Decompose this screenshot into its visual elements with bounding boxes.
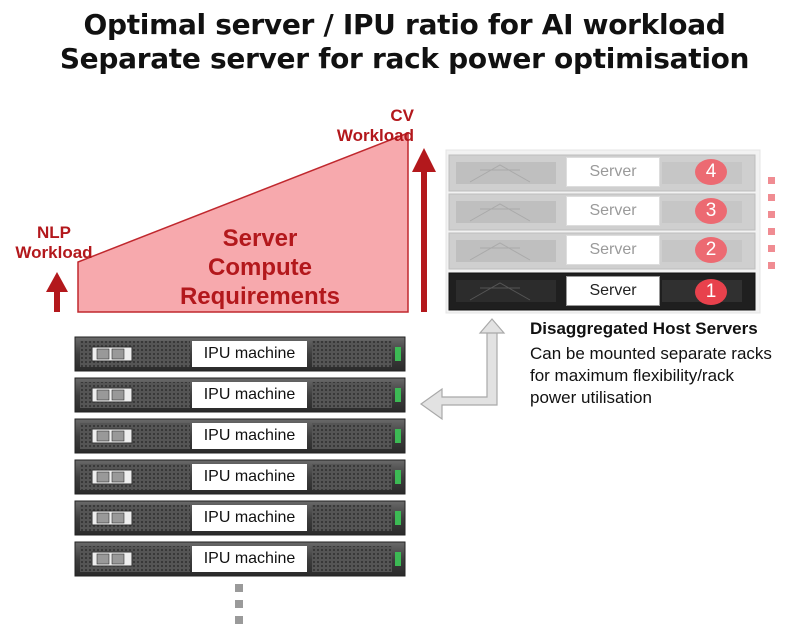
compute-line1: Server	[222, 225, 298, 252]
nlp-arrow	[46, 272, 68, 312]
server-label-3: Server	[566, 196, 660, 226]
server-compute-requirements-label: Server Compute Requirements	[150, 224, 370, 311]
ipu-machine-label: IPU machine	[192, 423, 307, 449]
ipu-machine-label: IPU machine	[192, 464, 307, 490]
cv-label-line1: CV	[390, 106, 414, 125]
cv-arrow	[412, 148, 436, 312]
server-label-1: Server	[566, 276, 660, 306]
server-label-2: Server	[566, 235, 660, 265]
disaggregated-heading: Disaggregated Host Servers	[530, 319, 758, 338]
server-badge-4: 4	[695, 159, 727, 185]
cv-workload-label: CV Workload	[318, 106, 414, 146]
nlp-label-line2: Workload	[15, 243, 93, 262]
page-title: Optimal server / IPU ratio for AI worklo…	[83, 8, 726, 41]
server-badge-3: 3	[695, 198, 727, 224]
ipu-machine-label: IPU machine	[192, 505, 307, 531]
compute-requirements-wedge	[77, 131, 409, 313]
server-label-4: Server	[566, 157, 660, 187]
cv-label-line2: Workload	[336, 126, 414, 145]
compute-line2: Compute	[208, 254, 312, 281]
description-line3: power utilisation	[530, 388, 652, 407]
description-line1: Can be mounted separate racks	[530, 344, 772, 363]
more-ipu-dots	[235, 584, 243, 624]
compute-line3: Requirements	[179, 283, 341, 310]
server-badge-1: 1	[695, 279, 727, 305]
ipu-machine-unit	[74, 541, 406, 577]
nlp-label-line1: NLP	[37, 223, 71, 242]
ipu-machine-stack	[74, 336, 406, 577]
ipu-machine-label: IPU machine	[192, 341, 307, 367]
connection-arrow	[419, 318, 506, 421]
page-subtitle: Separate server for rack power optimisat…	[59, 42, 750, 75]
ipu-machine-label: IPU machine	[192, 382, 307, 408]
more-servers-dots	[768, 177, 775, 269]
description-line2: for maximum flexibility/rack	[530, 366, 735, 385]
nlp-workload-label: NLP Workload	[6, 223, 102, 263]
server-badge-2: 2	[695, 237, 727, 263]
disaggregated-description: Can be mounted separate racks for maximu…	[530, 343, 805, 409]
ipu-machine-label: IPU machine	[192, 546, 307, 572]
